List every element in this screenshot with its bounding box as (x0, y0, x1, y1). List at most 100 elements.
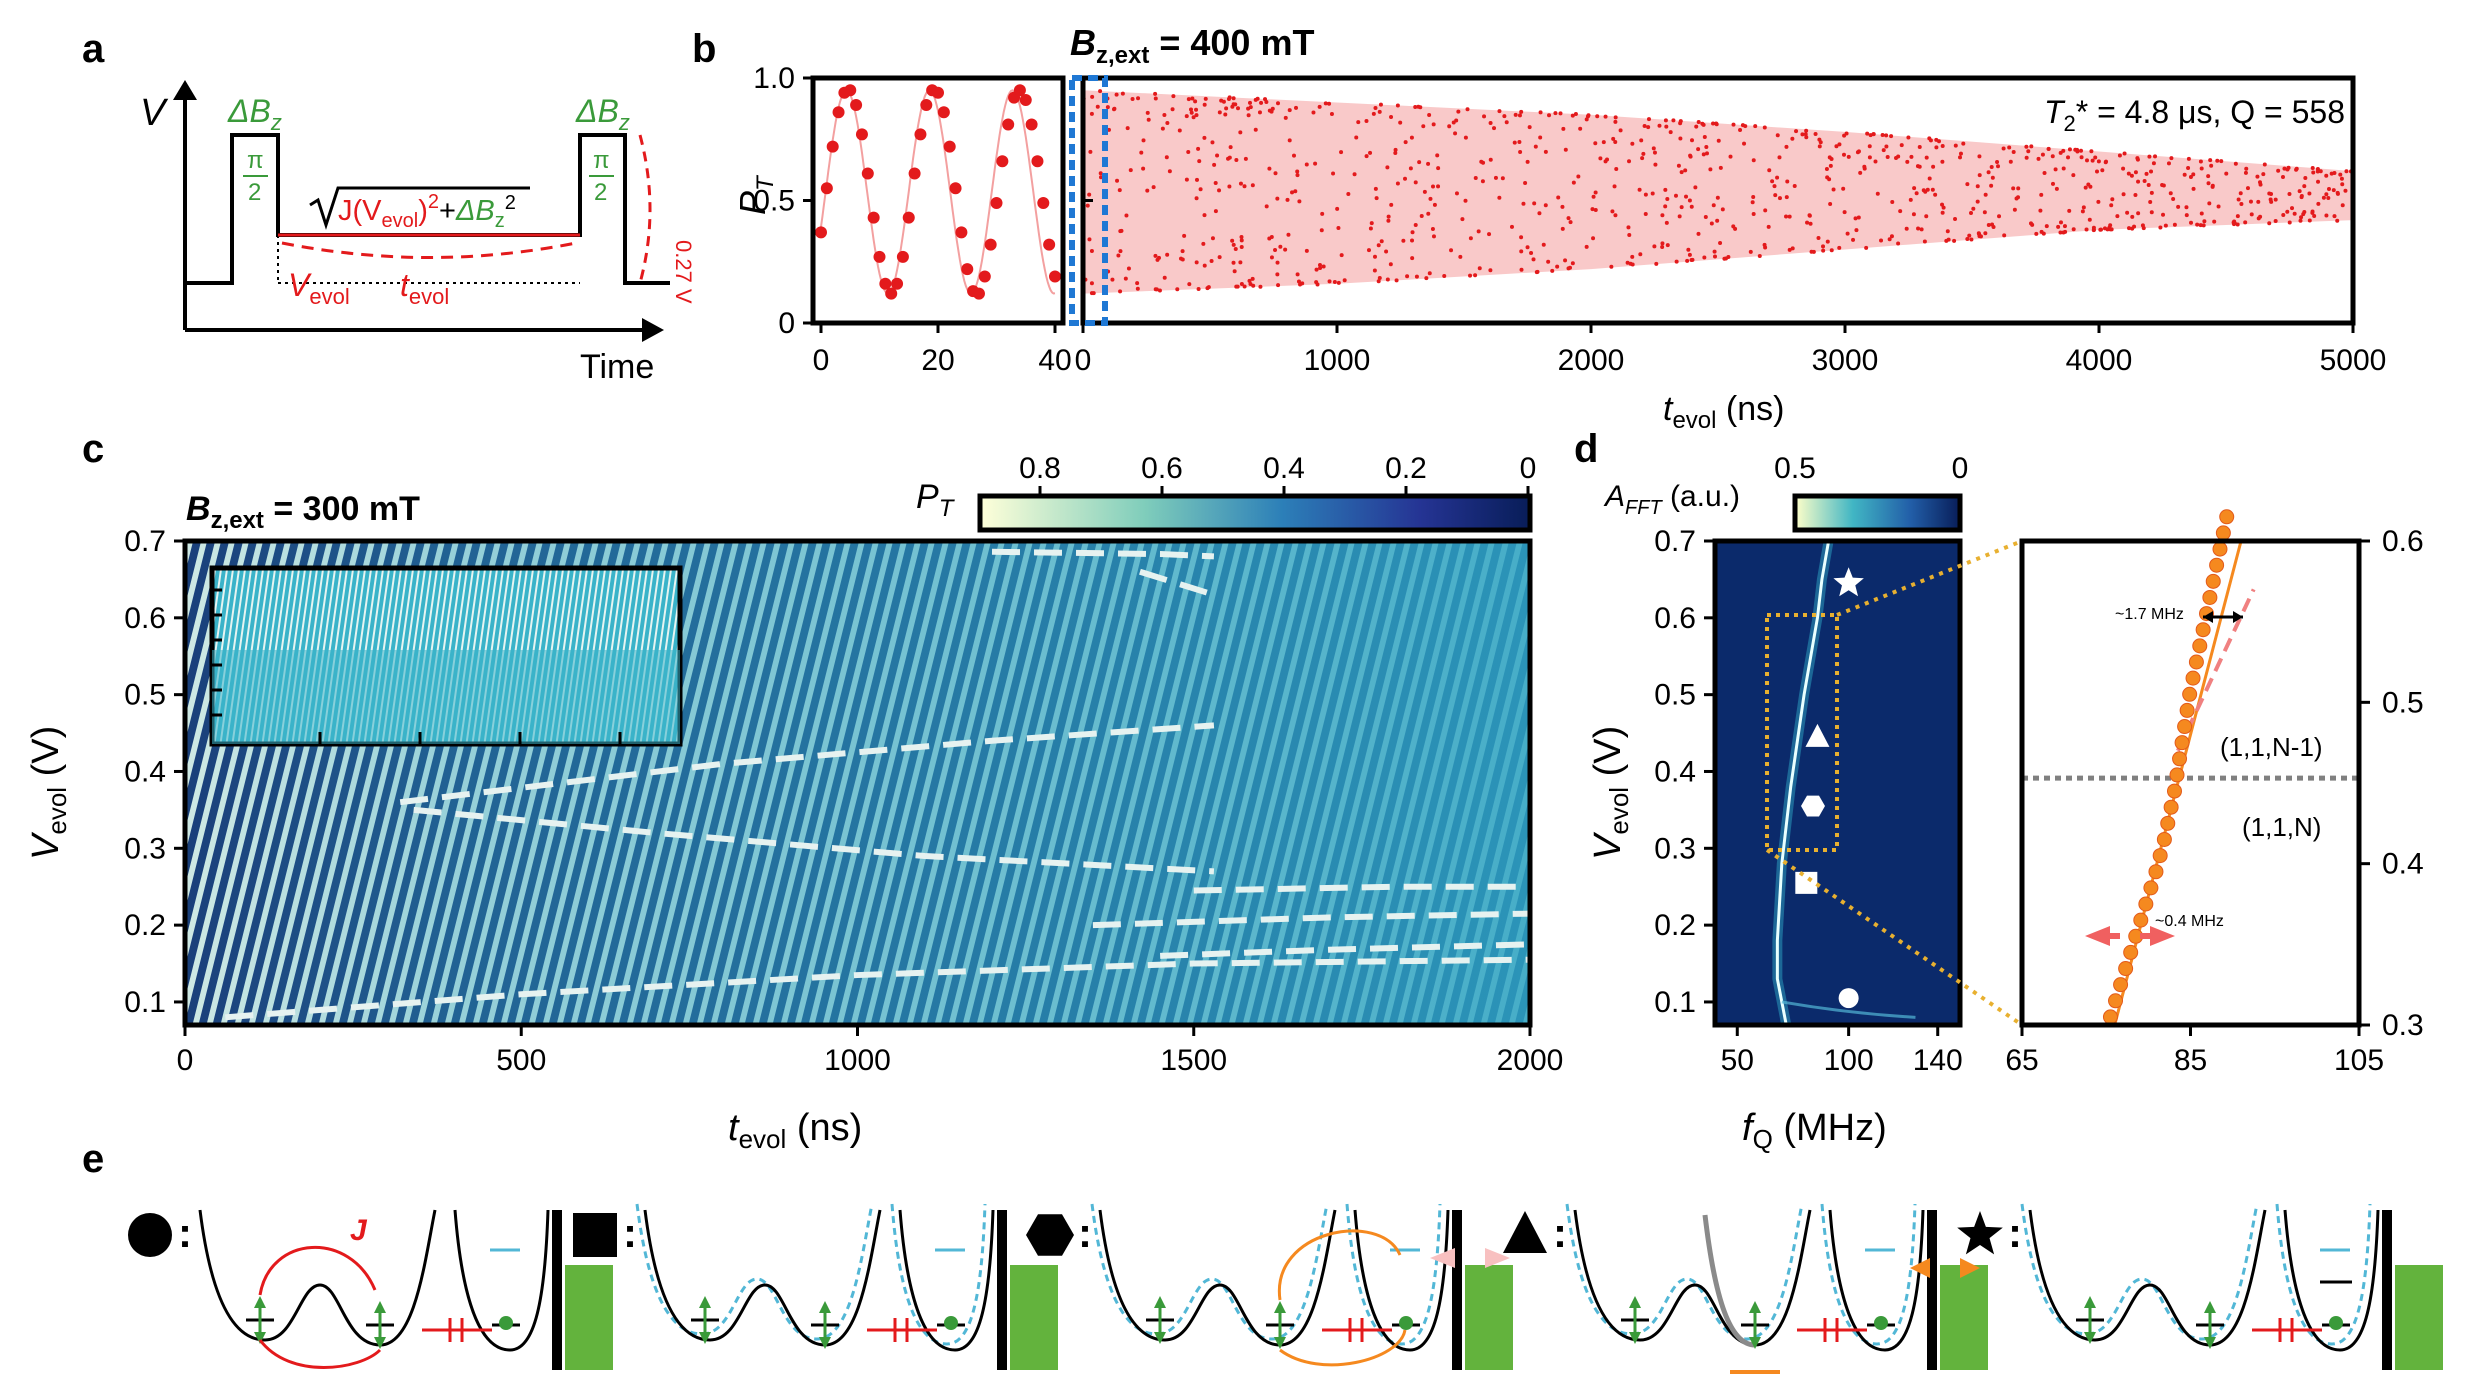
panel-b-long-point (2186, 156, 2191, 161)
panel-a-tevol-label: tevol (400, 267, 449, 309)
panel-b-long-point (1519, 249, 1524, 254)
panel-b-long-point (2301, 212, 2306, 217)
panel-b-long-point (1413, 222, 1418, 227)
panel-b-long-point (1933, 192, 1938, 197)
panel-b-long-point (1239, 235, 1244, 240)
panel-b-long-point (1118, 289, 1123, 294)
panel-b-long-point (1750, 200, 1755, 205)
panel-e-spin-head (1274, 1301, 1286, 1313)
panel-b-long-point (1875, 191, 1880, 196)
panel-b-long-point (2318, 169, 2323, 174)
panel-b-long-point (2046, 146, 2051, 151)
panel-b-long-point (1668, 130, 1673, 135)
panel-e-spin-tail (699, 1332, 711, 1344)
panel-e-potential-dashed (1090, 1203, 1442, 1346)
panel-b-long-point (1561, 126, 1566, 131)
panel-b-long-point (2061, 166, 2066, 171)
panel-b-long-point (1248, 282, 1253, 287)
panel-b-long-point (2130, 214, 2135, 219)
panel-b-long-point (1679, 205, 1684, 210)
panel-b-long-point (1641, 151, 1646, 156)
panel-b-long-point (1704, 144, 1709, 149)
panel-b-long-point (1175, 287, 1180, 292)
panel-b-long-point (1881, 148, 1886, 153)
panel-d-zoom-xtick-label: 105 (2334, 1044, 2384, 1077)
panel-b-long-point (1276, 283, 1281, 288)
panel-b-long-point (1476, 229, 1481, 234)
panel-b-long-point (1202, 263, 1207, 268)
panel-d-zoom-fit-line (2113, 540, 2243, 1026)
panel-b-long-point (2172, 222, 2177, 227)
panel-d-marker-star (1833, 567, 1864, 597)
panel-b-long-point (1193, 99, 1198, 104)
panel-b-long-point (1702, 134, 1707, 139)
panel-b-long-point (2261, 172, 2266, 177)
panel-b-short-point (1013, 84, 1026, 97)
panel-b-short-point (844, 84, 857, 97)
panel-b-long-point (1790, 246, 1795, 251)
panel-b-long-point (1657, 123, 1662, 128)
panel-b-long-point (1164, 155, 1169, 160)
panel-d-zoom-point (2133, 912, 2149, 928)
panel-b-long-point (1255, 96, 1260, 101)
panel-b-long-point (1389, 114, 1394, 119)
panel-b-long-point (2058, 220, 2063, 225)
panel-b-long-point (1772, 184, 1777, 189)
panel-b-long-point (2122, 151, 2127, 156)
panel-b-long-point (1217, 110, 1222, 115)
panel-b-long-point (2108, 223, 2113, 228)
panel-b-long-point (1264, 204, 1269, 209)
panel-b-long-point (1896, 241, 1901, 246)
panel-b-long-point (2244, 166, 2249, 171)
panel-b-long-point (1762, 242, 1767, 247)
panel-b-long-point (2079, 148, 2084, 153)
panel-b-long-point (1865, 131, 1870, 136)
panel-b-long-point (2102, 226, 2107, 231)
panel-b-long-point (1831, 187, 1836, 192)
panel-a-y-label: V (140, 92, 169, 134)
panel-b-long-point (2071, 227, 2076, 232)
panel-b-long-point (1454, 191, 1459, 196)
panel-b-long-point (2184, 213, 2189, 218)
panel-b-long-point (1203, 96, 1208, 101)
panel-d-zoom-point (2156, 831, 2172, 847)
panel-e-colon: : (1553, 1209, 1567, 1256)
panel-b-long-point (1145, 110, 1150, 115)
panel-b-long-point (2199, 166, 2204, 171)
panel-b-long-point (1927, 136, 1932, 141)
panel-b-long-point (1821, 244, 1826, 249)
panel-e-spin-tail (374, 1337, 386, 1349)
panel-b-long-point (2343, 188, 2348, 193)
panel-b-long-point (1314, 267, 1319, 272)
panel-c-ytick-label: 0.3 (124, 832, 166, 865)
panel-b-long-point (1841, 186, 1846, 191)
panel-c-dashed-curve (991, 548, 1215, 560)
panel-b-long-point (1762, 125, 1767, 130)
panel-b-long-point (1165, 121, 1170, 126)
panel-b-long-point (2245, 186, 2250, 191)
panel-b-long-point (2091, 227, 2096, 232)
panel-b-long-point (2311, 170, 2316, 175)
panel-b-long-point (2163, 223, 2168, 228)
panel-b-short-point (961, 263, 974, 276)
panel-b-short-point (855, 128, 868, 141)
panel-b-long-point (2144, 171, 2149, 176)
panel-b-long-point (1952, 238, 1957, 243)
panel-b-long-point (2310, 165, 2315, 170)
panel-b-long-point (1652, 244, 1657, 249)
panel-d-ridge-branch (1781, 1000, 1916, 1019)
panel-b-long-point (1983, 192, 1988, 197)
panel-b-long-point (1447, 124, 1452, 129)
panel-b-long-point (1630, 141, 1635, 146)
panel-b-long-point (1743, 124, 1748, 129)
panel-c-dashed-curve (1139, 568, 1215, 598)
panel-b-long-point (1537, 211, 1542, 216)
panel-b-short-point (1049, 270, 1061, 283)
panel-b-long-point (1136, 96, 1141, 101)
panel-b-long-point (1651, 146, 1656, 151)
panel-e-label: e (82, 1137, 104, 1181)
panel-b-long-point (1376, 243, 1381, 248)
panel-b-long-point (1794, 129, 1799, 134)
panel-b-long-point (1373, 106, 1378, 111)
panel-b-long-point (1250, 183, 1255, 188)
